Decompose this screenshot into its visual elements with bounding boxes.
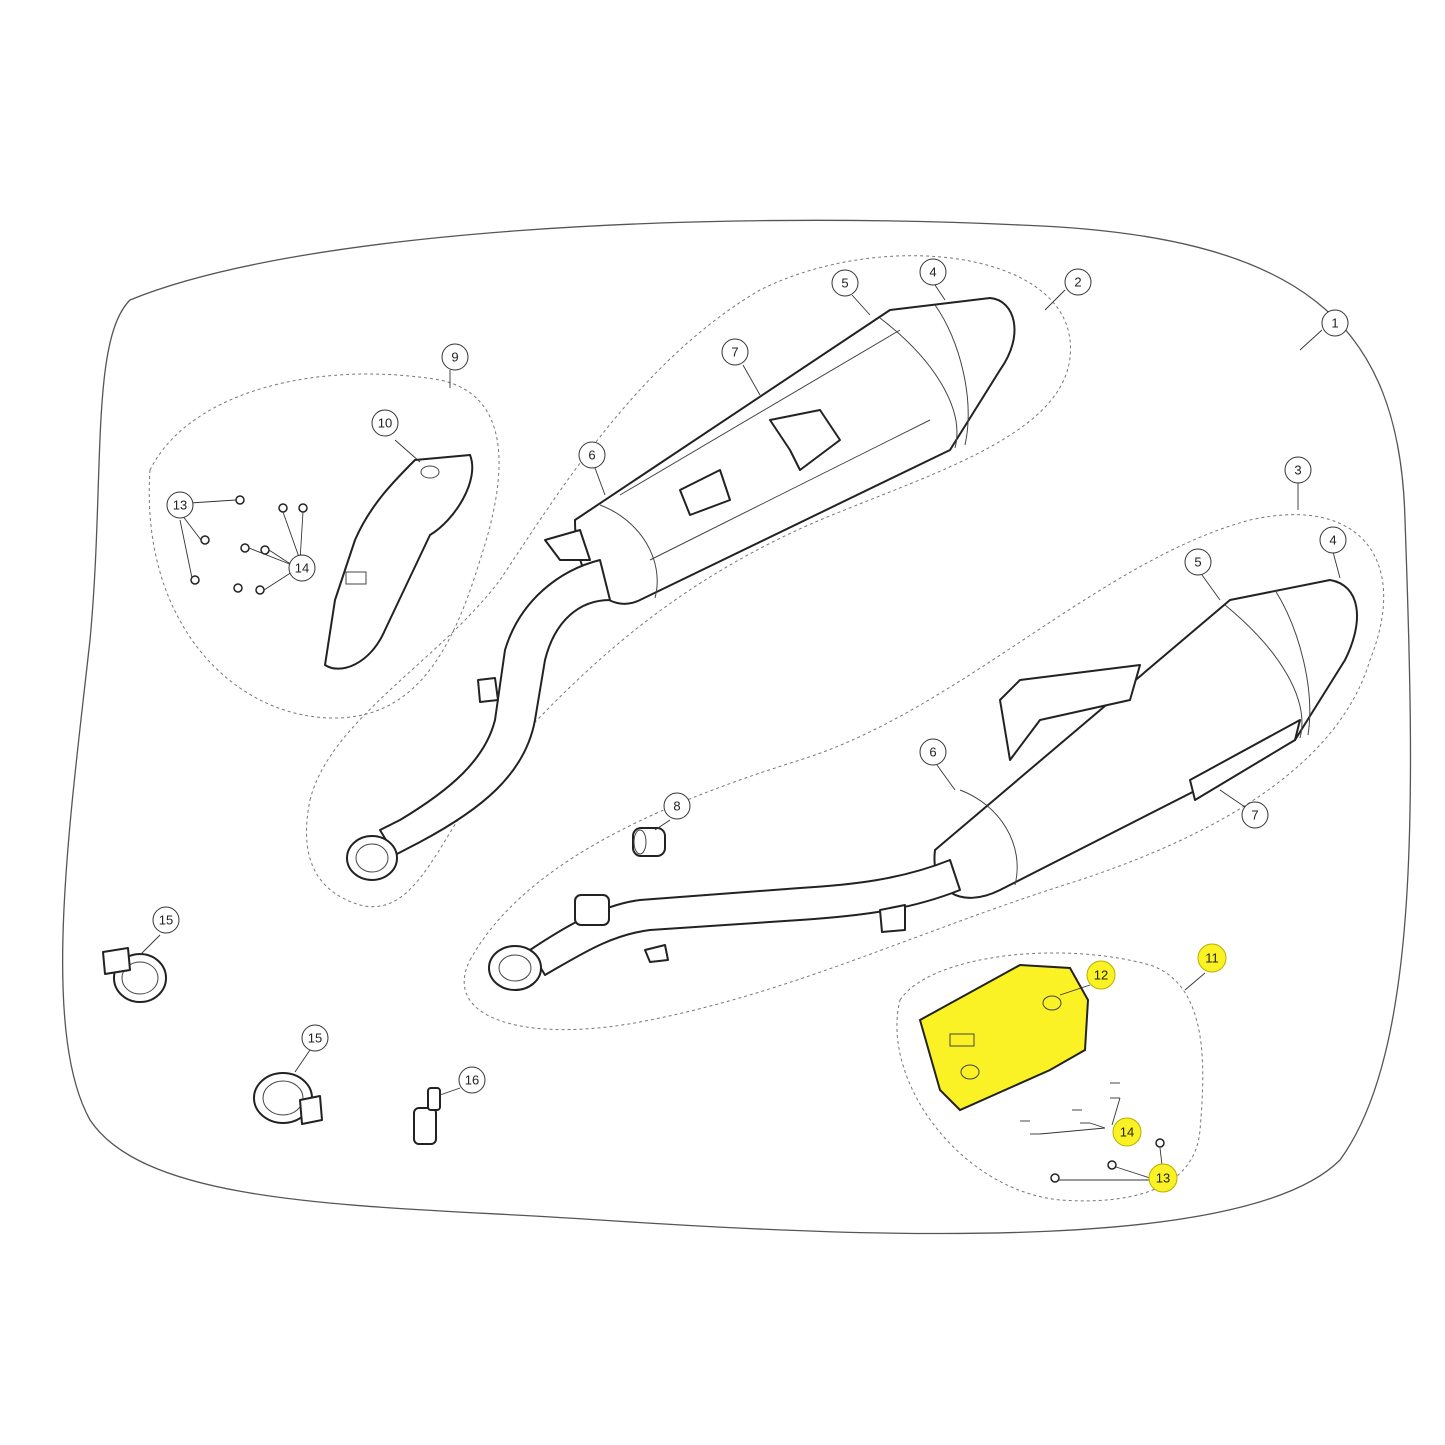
- leader-lines: [139, 284, 1341, 1096]
- callout-6-lower: 6: [919, 738, 947, 766]
- svg-text:7: 7: [731, 345, 738, 360]
- callout-4-lower: 4: [1319, 526, 1347, 554]
- callout-4-upper: 4: [919, 258, 947, 286]
- callout-15-upper: 15: [152, 906, 180, 934]
- callout-7-lower: 7: [1241, 801, 1269, 829]
- callout-5-lower: 5: [1184, 548, 1212, 576]
- callout-15-lower: 15: [301, 1024, 329, 1052]
- callout-10: 10: [371, 409, 399, 437]
- callout-2: 2: [1064, 268, 1092, 296]
- svg-text:11: 11: [1205, 951, 1219, 966]
- spring-part: [413, 1087, 441, 1145]
- callout-7-upper: 7: [721, 338, 749, 366]
- group-3-boundary: [463, 514, 1385, 1031]
- callout-6-upper: 6: [578, 441, 606, 469]
- svg-text:1: 1: [1331, 316, 1338, 331]
- svg-text:12: 12: [1094, 968, 1108, 983]
- callout-5-upper: 5: [831, 269, 859, 297]
- hardware-group-9: [179, 495, 308, 595]
- svg-text:13: 13: [1156, 1171, 1170, 1186]
- upper-muffler: [544, 297, 1016, 605]
- callout-11: 11: [1197, 943, 1227, 973]
- group-2-boundary: [306, 255, 1071, 908]
- svg-text:14: 14: [1120, 1125, 1134, 1140]
- callout-13-right: 13: [1148, 1163, 1178, 1193]
- clamp-lower: [253, 1072, 323, 1125]
- svg-text:16: 16: [465, 1073, 479, 1088]
- callout-1: 1: [1321, 309, 1349, 337]
- heat-shield-left: [324, 454, 474, 670]
- clamp-upper: [102, 947, 167, 1003]
- svg-text:4: 4: [1329, 533, 1336, 548]
- svg-text:7: 7: [1251, 808, 1258, 823]
- svg-text:5: 5: [1194, 555, 1201, 570]
- svg-text:2: 2: [1074, 275, 1081, 290]
- heat-shield-highlighted: [918, 963, 1090, 1112]
- callout-14-right: 14: [1112, 1117, 1142, 1147]
- lower-link-pipe: [488, 859, 961, 991]
- group-9-boundary: [148, 373, 500, 719]
- svg-text:10: 10: [378, 416, 392, 431]
- callout-8: 8: [663, 792, 691, 820]
- svg-text:8: 8: [673, 799, 680, 814]
- hardware-group-11: [1020, 1082, 1165, 1183]
- svg-text:14: 14: [295, 561, 309, 576]
- svg-text:4: 4: [929, 265, 936, 280]
- svg-text:6: 6: [588, 448, 595, 463]
- svg-text:3: 3: [1294, 463, 1301, 478]
- upper-link-pipe: [346, 559, 611, 881]
- svg-text:15: 15: [159, 913, 173, 928]
- svg-text:5: 5: [841, 276, 848, 291]
- svg-text:9: 9: [451, 350, 458, 365]
- svg-text:6: 6: [929, 745, 936, 760]
- callout-14-left: 14: [288, 554, 316, 582]
- svg-text:13: 13: [173, 498, 187, 513]
- grommet: [632, 827, 666, 857]
- callout-13-left: 13: [166, 491, 194, 519]
- assembly-boundary: [62, 219, 1412, 1235]
- callout-3: 3: [1284, 456, 1312, 484]
- callout-9: 9: [441, 343, 469, 371]
- svg-text:15: 15: [308, 1031, 322, 1046]
- callout-12: 12: [1086, 960, 1116, 990]
- lower-muffler: [933, 579, 1358, 899]
- callout-16: 16: [458, 1066, 486, 1094]
